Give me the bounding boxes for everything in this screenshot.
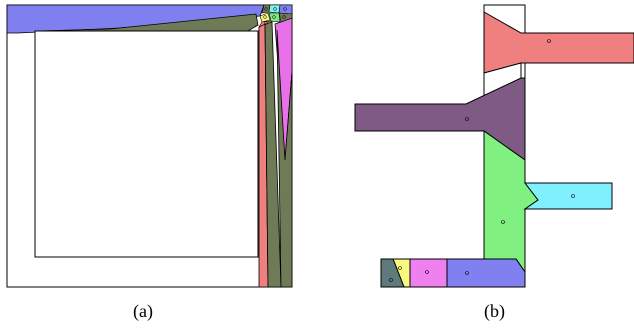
panel-a-site-marker [282, 15, 286, 19]
panel-a-cell-pink [258, 20, 273, 28]
panel-a-cell-cyan [268, 4, 281, 14]
panel-b-site-markers [389, 39, 575, 282]
panel-b-blue-region [446, 258, 526, 288]
panel-a-cell-green [268, 12, 281, 23]
panel-b-cyan-region [523, 182, 613, 210]
panel-a-site-marker [264, 7, 268, 11]
panel-a-cell-yellow [259, 12, 271, 23]
panel-b-site-marker [501, 220, 505, 224]
panel-a-caption: (a) [133, 301, 153, 321]
panel-a-cell-blue [278, 4, 293, 15]
panel-a-site-marker [272, 15, 276, 19]
panel-a-corner-cells [258, 4, 293, 28]
panel-a-site-marker [264, 21, 268, 25]
panel-a-inner-rectangle [34, 30, 259, 258]
panel-b-caption: (b) [484, 301, 505, 321]
panel-b-site-marker [425, 270, 429, 274]
panel-b-magenta-region [409, 258, 448, 288]
panel-a-site-marker [263, 15, 267, 19]
panel-b-diagram [354, 4, 634, 288]
panel-a-diagram [6, 4, 293, 288]
panel-b-site-marker [465, 271, 469, 275]
panel-a-site-marker [273, 7, 277, 11]
panel-b-site-marker [571, 194, 575, 198]
panel-b-site-marker [398, 266, 402, 270]
panel-b-green-region [483, 130, 539, 274]
panel-a-olive-right-strip [276, 29, 293, 288]
panel-b-site-marker [389, 278, 393, 282]
panel-a-site-marker [283, 7, 287, 11]
panel-b-slate-region [380, 258, 405, 288]
panel-b-site-marker [547, 39, 551, 43]
panel-b-site-marker [465, 117, 469, 121]
